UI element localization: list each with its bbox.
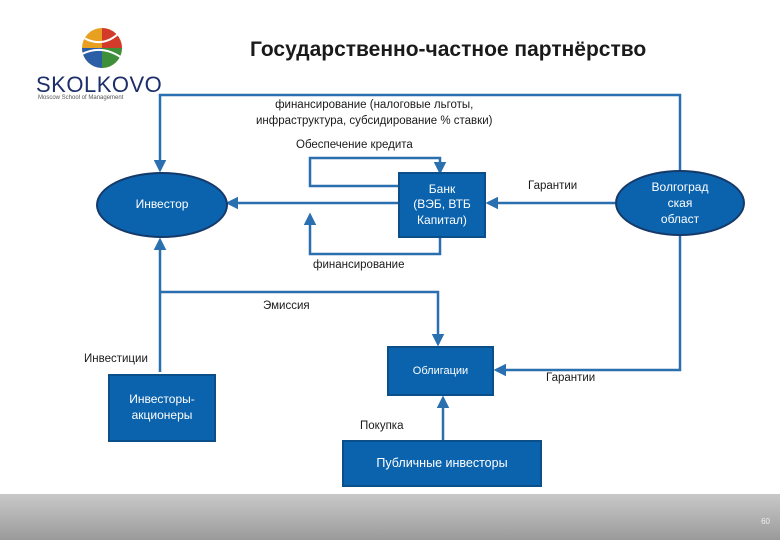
label-financing-top: финансирование (налоговые льготы, инфрас… — [256, 99, 493, 128]
label-investments: Инвестиции — [84, 353, 148, 365]
node-bonds: Облигации — [387, 346, 494, 396]
arrow-region-to-investor — [153, 93, 682, 180]
logo-subtitle: Moscow School of Management — [38, 95, 124, 101]
logo-wordmark: SKOLKOVO — [36, 72, 163, 97]
arrow-emission — [160, 290, 445, 347]
skolkovo-logo-icon — [81, 28, 123, 68]
node-public-investors: Публичные инвесторы — [342, 440, 542, 487]
node-bank: Банк (ВЭБ, ВТБ Капитал) — [398, 172, 486, 238]
diagram-arrows — [153, 93, 682, 440]
node-shareholders: Инвесторы- акционеры — [108, 374, 216, 442]
label-emission: Эмиссия — [263, 300, 310, 312]
page-title: Государственно-частное партнёрство — [250, 38, 647, 61]
page-number: 60 — [761, 517, 770, 526]
label-purchase: Покупка — [360, 420, 404, 432]
label-credit: Обеспечение кредита — [296, 139, 413, 151]
arrow-region-to-bonds — [493, 234, 682, 377]
label-guarantees-1: Гарантии — [528, 180, 578, 192]
arrow-financing-loop — [303, 212, 442, 256]
node-investor: Инвестор — [96, 172, 228, 238]
label-financing-bottom: финансирование — [313, 259, 405, 271]
node-region: Волгоград ская област — [615, 170, 745, 236]
label-guarantees-2: Гарантии — [546, 372, 596, 384]
arrow-credit-loop — [308, 156, 447, 188]
footer-bar: 60 — [0, 494, 780, 540]
